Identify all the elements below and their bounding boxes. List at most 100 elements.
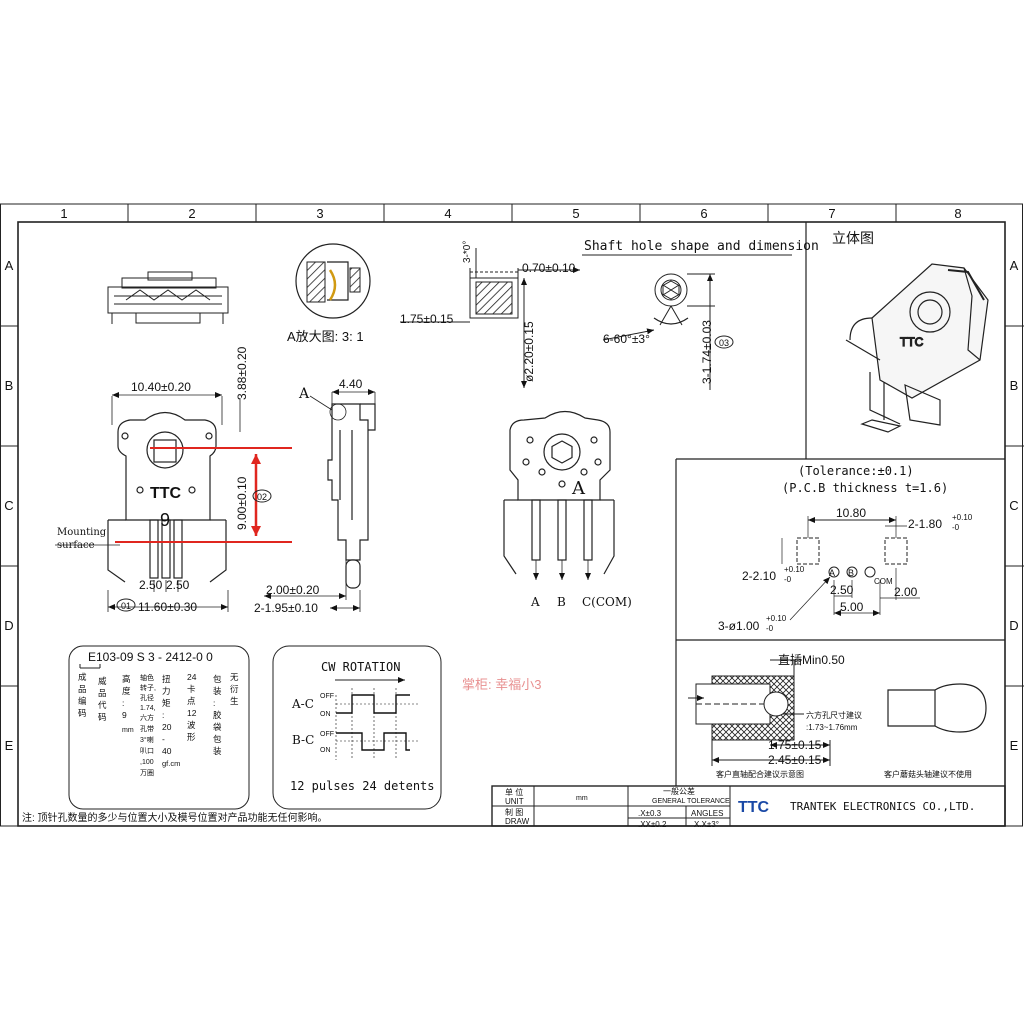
svg-text:形: 形	[187, 732, 196, 742]
pcb-slot-tol2: -0	[952, 523, 960, 532]
svg-text:转子,: 转子,	[140, 683, 156, 692]
grid-row-labels: A B C D E A B C D E	[4, 258, 1018, 753]
svg-text:点: 点	[187, 696, 196, 706]
shaft-fit-hex-note-2: :1.73~1.76mm	[806, 723, 858, 732]
svg-text:六方: 六方	[140, 713, 154, 722]
grid-row-a-right: A	[1010, 258, 1019, 273]
svg-text:卡: 卡	[187, 684, 196, 694]
pcb-pin-com: COM	[874, 577, 893, 586]
rotation-ac: A-C	[291, 697, 314, 711]
pitch-ref: 02	[257, 492, 267, 502]
svg-text:20: 20	[162, 722, 172, 732]
title-tol-2: .XX±0.2	[638, 820, 667, 829]
detail-a-view	[295, 243, 371, 319]
pcb-pin-a: A	[829, 568, 835, 578]
overall-ref-circle	[116, 598, 136, 612]
shaft-section-view	[400, 248, 580, 388]
svg-text::: :	[213, 698, 215, 708]
grid-column-labels: 1 2 3 4 5 6 7 8	[60, 206, 961, 221]
iso-logo-mark: TTC	[900, 335, 924, 349]
side-base: 2.00±0.20	[266, 583, 320, 597]
svg-text:袋: 袋	[213, 722, 222, 732]
pitch-height: 9.00±0.10	[235, 476, 249, 530]
svg-text:码: 码	[98, 712, 107, 722]
title-unit-value: mm	[576, 795, 588, 802]
title-unit-cn: 单 位	[505, 787, 523, 797]
grid-row-d-right: D	[1009, 618, 1018, 633]
shaft-fit-dim-2: 2.45±0.15	[768, 753, 822, 767]
title-block	[491, 785, 1006, 827]
pn-col-brand: 威 品 代 码	[98, 676, 107, 722]
pcb-layout	[781, 516, 920, 621]
svg-text:9: 9	[122, 710, 127, 720]
front-width-top: 10.40±0.20	[131, 380, 191, 394]
pcb-slot-h: 2-2.10	[742, 569, 776, 583]
grid-col-1: 1	[60, 206, 67, 221]
back-view	[503, 410, 615, 580]
shaft-diameter: ø2.20±0.15	[522, 321, 536, 382]
iso-title: 立体图	[832, 230, 874, 246]
back-pin-a: A	[530, 595, 540, 609]
svg-text:品: 品	[78, 684, 87, 694]
mushroom-shaft	[887, 683, 987, 733]
title-angles-val: X.X±3°	[694, 820, 719, 829]
svg-text:包: 包	[213, 674, 222, 684]
pcb-slot-w: 2-1.80	[908, 517, 942, 531]
svg-text:万圈: 万圈	[140, 769, 154, 777]
shaft-angle: 6-60°±3°	[603, 332, 650, 346]
rotation-bc-on: ON	[320, 747, 331, 754]
shaft-hole-view	[602, 273, 715, 390]
svg-text:生: 生	[230, 696, 239, 706]
title-company: TRANTEK ELECTRONICS CO.,LTD.	[790, 800, 975, 813]
grid-col-2: 2	[188, 206, 195, 221]
pn-col-detents: 24 卡 点 12 波 形	[187, 672, 197, 742]
svg-text:孔径: 孔径	[140, 693, 154, 702]
svg-text:装: 装	[213, 686, 222, 696]
shaft-fit-caption-right: 客户蘑菇头轴建议不使用	[884, 769, 972, 779]
grid-row-e-right: E	[1010, 738, 1019, 753]
grid-col-5: 5	[572, 206, 579, 221]
pcb-hole-tol: +0.10	[766, 614, 787, 623]
pcb-slot-h-tol2: -0	[784, 575, 792, 584]
pcb-slot-h-tol: +0.10	[784, 565, 805, 574]
side-callout: A	[298, 386, 310, 402]
shaft-title: Shaft hole shape and dimension	[584, 239, 819, 254]
shaft-depth: 1.75±0.15	[400, 312, 454, 326]
grid-col-6: 6	[700, 206, 707, 221]
top-view	[107, 271, 229, 324]
svg-text:矩: 矩	[162, 698, 171, 708]
footnote: 注: 顶针孔数量的多少与位置大小及模号位置对产品功能无任何影响。	[22, 811, 328, 824]
svg-text:成: 成	[78, 672, 87, 682]
svg-text:40: 40	[162, 746, 172, 756]
isometric-view: TTC	[845, 263, 989, 433]
svg-text:gf.cm: gf.cm	[162, 759, 180, 768]
svg-text::: :	[162, 710, 164, 720]
grid-row-b: B	[5, 378, 14, 393]
detail-a-label: A放大图: 3: 1	[287, 329, 364, 344]
pcb-pitch-ac: 5.00	[840, 600, 864, 614]
pcb-pitch-ab: 2.50	[830, 583, 854, 597]
shaft-fit-caption-left: 客户直轴配合建议示意图	[716, 769, 804, 779]
pn-col-derivative: 无 衍 生	[230, 672, 239, 706]
svg-text:品: 品	[98, 688, 107, 698]
svg-text::: :	[122, 698, 124, 708]
rotation-waveform	[335, 688, 420, 760]
title-draw-cn: 制 图	[505, 807, 523, 817]
svg-text:轴色: 轴色	[140, 673, 154, 682]
pn-col-rotor: 轴色 转子, 孔径 1.74, 六方 孔带 3°喇 叭口 ,100 万圈	[140, 673, 156, 777]
shaft-hex-ref: 03	[719, 338, 729, 348]
rotation-ac-off: OFF	[320, 693, 334, 700]
pn-col-package: 包 装 : 胶 袋 包 装	[213, 674, 222, 756]
back-pin-c: C(COM)	[582, 595, 632, 609]
svg-text:波: 波	[187, 720, 196, 730]
svg-text:胶: 胶	[213, 710, 222, 720]
svg-text:孔带: 孔带	[140, 725, 154, 733]
title-logo: TTC	[738, 799, 770, 816]
pcb-slot-offset: 2.00	[894, 585, 918, 599]
svg-text:高: 高	[122, 674, 131, 684]
svg-text:mm: mm	[122, 727, 134, 734]
title-tol-cn: 一般公差	[663, 786, 695, 796]
front-height-top: 3.88±0.20	[235, 346, 249, 400]
svg-text:衍: 衍	[230, 684, 239, 694]
grid-row-a: A	[5, 258, 14, 273]
